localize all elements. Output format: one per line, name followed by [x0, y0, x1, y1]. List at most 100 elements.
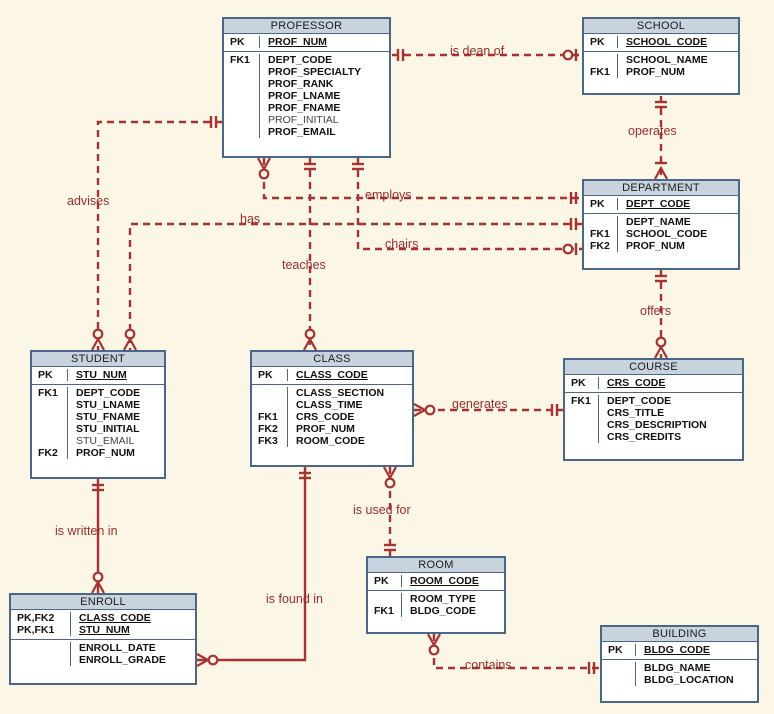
- zero-mark: [655, 336, 667, 348]
- rel-label-employs: employs: [365, 188, 412, 202]
- zero-mark: [562, 49, 574, 61]
- key-label: [571, 407, 598, 419]
- key-label: [571, 431, 598, 443]
- zero-mark: [207, 654, 219, 666]
- rel-line-chairs: [356, 158, 582, 251]
- rel-label-offers: offers: [640, 304, 672, 318]
- pk-section: PK PROF_NUM: [224, 34, 389, 51]
- attribute: DEPT_CODE: [76, 387, 141, 399]
- pk-attribute: BLDG_CODE: [644, 644, 710, 656]
- rel-label-has: has: [240, 212, 261, 226]
- key-label: FK1: [230, 54, 250, 66]
- attribute-section: FK1 SCHOOL_NAME PROF_NUM: [584, 51, 738, 81]
- key-label: [590, 54, 617, 66]
- attribute: PROF_INITIAL: [268, 114, 339, 126]
- attribute-section: BLDG_NAME BLDG_LOCATION: [602, 659, 757, 689]
- entity-title: PROFESSOR: [224, 19, 389, 34]
- pk-attribute: PROF_NUM: [268, 36, 327, 48]
- rel-label-operates: operates: [628, 124, 677, 138]
- rel-label-generates: generates: [452, 397, 508, 411]
- key-label: [230, 66, 259, 78]
- rel-line-has: [128, 222, 582, 350]
- entity-professor[interactable]: PROFESSOR PK PROF_NUM FK1 DEPT_CODE PROF…: [222, 17, 391, 158]
- key-label: FK2: [258, 423, 278, 435]
- pk-section: PK ROOM_CODE: [368, 573, 504, 590]
- entity-enroll[interactable]: ENROLL PK,FK2 PK,FK1 CLASS_CODE STU_NUM …: [9, 593, 197, 685]
- attribute-section: ENROLL_DATE ENROLL_GRADE: [11, 639, 195, 669]
- pk-section: PK SCHOOL_CODE: [584, 34, 738, 51]
- key-label: [17, 654, 70, 666]
- attribute: ROOM_TYPE: [410, 593, 476, 605]
- key-label: PK: [38, 369, 53, 381]
- key-label: [38, 435, 67, 447]
- attribute: CLASS_TIME: [296, 399, 363, 411]
- rel-label-chairs: chairs: [385, 237, 419, 251]
- rel-line-is-found-in: [197, 467, 307, 662]
- attribute-section: FK1 DEPT_CODE PROF_SPECIALTY PROF_RANK P…: [224, 51, 389, 141]
- key-label: FK2: [38, 447, 58, 459]
- key-label: [17, 642, 70, 654]
- zero-mark: [428, 644, 440, 656]
- pk-section: PK DEPT_CODE: [584, 196, 738, 213]
- key-label: [38, 399, 67, 411]
- pk-attribute: STU_NUM: [79, 624, 130, 636]
- pk-attribute: CLASS_CODE: [296, 369, 368, 381]
- attribute: PROF_NUM: [296, 423, 355, 435]
- attribute: STU_FNAME: [76, 411, 141, 423]
- attribute: SCHOOL_CODE: [626, 228, 708, 240]
- attribute-section: FK1 FK2 FK3 CLASS_SECTION CLASS_TIME CRS…: [252, 384, 412, 450]
- entity-student[interactable]: STUDENT PK STU_NUM FK1 FK2 DEPT_CODE STU…: [30, 350, 166, 479]
- key-label: FK1: [590, 228, 610, 240]
- attribute: BLDG_CODE: [410, 605, 476, 617]
- rel-line-advises: [96, 120, 222, 350]
- rel-label-advises: advises: [67, 194, 110, 208]
- attribute-section: FK1 ROOM_TYPE BLDG_CODE: [368, 590, 504, 620]
- pk-attribute: STU_NUM: [76, 369, 127, 381]
- attribute-section: FK1 FK2 DEPT_NAME SCHOOL_CODE PROF_NUM: [584, 213, 738, 255]
- attribute: PROF_NUM: [76, 447, 135, 459]
- key-label: PK,FK2: [17, 612, 55, 624]
- key-label: [608, 674, 635, 686]
- rel-label-is-dean-of: is dean of: [450, 44, 505, 58]
- attribute: ENROLL_GRADE: [79, 654, 166, 666]
- many-mark: [654, 165, 668, 180]
- attribute: STU_INITIAL: [76, 423, 140, 435]
- key-label: PK,FK1: [17, 624, 55, 636]
- rel-label-is-used-for: is used for: [353, 503, 411, 517]
- pk-attribute: ROOM_CODE: [410, 575, 479, 587]
- rel-label-is-written-in: is written in: [55, 524, 118, 538]
- entity-school[interactable]: SCHOOL PK SCHOOL_CODE FK1 SCHOOL_NAME PR…: [582, 17, 740, 95]
- key-label: FK1: [571, 395, 591, 407]
- key-label: PK: [374, 575, 389, 587]
- key-label: [38, 423, 67, 435]
- zero-mark: [384, 477, 396, 489]
- attribute: PROF_NUM: [626, 66, 685, 78]
- key-label: [230, 102, 259, 114]
- key-label: PK: [258, 369, 273, 381]
- entity-room[interactable]: ROOM PK ROOM_CODE FK1 ROOM_TYPE BLDG_COD…: [366, 556, 506, 634]
- entity-course[interactable]: COURSE PK CRS_CODE FK1 DEPT_CODE CRS_TIT…: [563, 358, 744, 461]
- key-label: [608, 662, 635, 674]
- attribute: CLASS_SECTION: [296, 387, 385, 399]
- entity-department[interactable]: DEPARTMENT PK DEPT_CODE FK1 FK2 DEPT_NAM…: [582, 179, 740, 270]
- entity-building[interactable]: BUILDING PK BLDG_CODE BLDG_NAME BLDG_LOC…: [600, 625, 759, 703]
- attribute: BLDG_NAME: [644, 662, 711, 674]
- attribute: CRS_DESCRIPTION: [607, 419, 707, 431]
- zero-mark: [92, 328, 104, 340]
- entity-title: BUILDING: [602, 627, 757, 642]
- entity-title: COURSE: [565, 360, 742, 375]
- attribute: BLDG_LOCATION: [644, 674, 734, 686]
- pk-section: PK CLASS_CODE: [252, 367, 412, 384]
- entity-class[interactable]: CLASS PK CLASS_CODE FK1 FK2 FK3 CLASS_SE…: [250, 350, 414, 467]
- attribute: DEPT_NAME: [626, 216, 691, 228]
- attribute: PROF_LNAME: [268, 90, 341, 102]
- attribute: STU_LNAME: [76, 399, 141, 411]
- attribute: STU_EMAIL: [76, 435, 135, 447]
- rel-line-contains: [432, 634, 600, 670]
- attribute-section: FK1 FK2 DEPT_CODE STU_LNAME STU_FNAME ST…: [32, 384, 164, 462]
- attribute: PROF_NUM: [626, 240, 685, 252]
- zero-mark: [424, 404, 436, 416]
- attribute: PROF_FNAME: [268, 102, 341, 114]
